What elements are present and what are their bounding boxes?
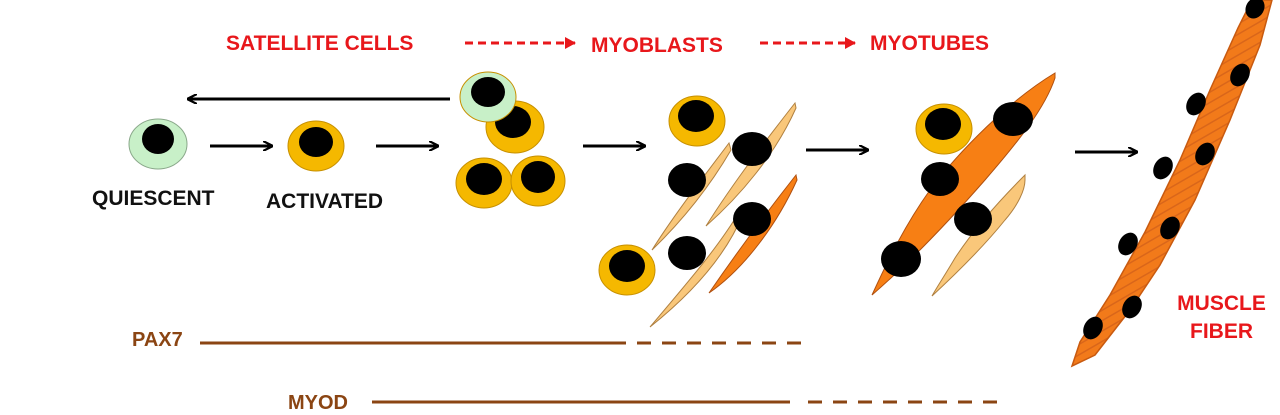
myod-label: MYOD (288, 392, 348, 414)
stage-label-satellite: SATELLITE CELLS (226, 32, 414, 55)
stage-label-myotubes: MYOTUBES (870, 32, 990, 55)
muscle-fiber (1070, 0, 1273, 368)
muscle-fiber-line2: FIBER (1190, 320, 1253, 343)
pax7-label: PAX7 (132, 329, 183, 351)
myoblast-cluster (598, 95, 798, 328)
proliferating-cells (455, 71, 566, 209)
stage-label-myoblasts: MYOBLASTS (591, 34, 723, 57)
quiescent-cell (128, 118, 188, 170)
activated-cell (287, 120, 345, 172)
muscle-fiber-line1: MUSCLE (1177, 292, 1266, 315)
activated-label: ACTIVATED (266, 190, 384, 213)
quiescent-label: QUIESCENT (92, 187, 215, 210)
myotube-cluster (871, 72, 1056, 297)
stage-label-muscle-fiber: MUSCLE FIBER (1163, 290, 1280, 346)
